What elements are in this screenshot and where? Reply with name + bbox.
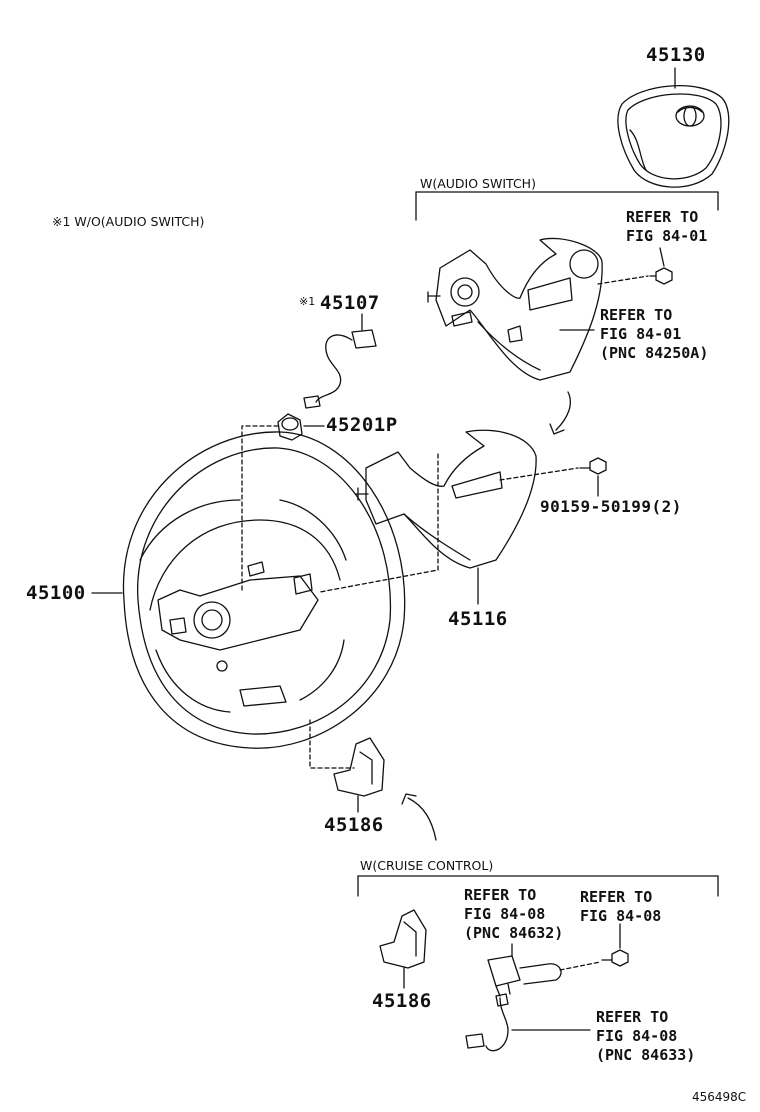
part-number-nut[interactable]: 45201P <box>326 414 398 436</box>
part-number-wire[interactable]: 45107 <box>320 292 380 314</box>
group-label-audio-switch: W(AUDIO SWITCH) <box>420 176 536 191</box>
cruise-switch-illustration <box>465 923 629 1052</box>
airbag-module-illustration <box>617 67 730 188</box>
part-number-spoke-cover-a[interactable]: 45186 <box>324 814 384 836</box>
part-number-spoke-cover-b[interactable]: 45186 <box>372 990 432 1012</box>
ref-line: FIG 84-01 <box>626 227 708 245</box>
assembly-arrow-lower <box>401 793 437 841</box>
ref-line: (PNC 84632) <box>464 924 564 942</box>
ref-cruise-wire[interactable]: REFER TO FIG 84-08 (PNC 84633) <box>596 1008 695 1065</box>
ref-line: FIG 84-08 <box>580 907 662 925</box>
ref-line: REFER TO <box>580 888 653 906</box>
nut-illustration <box>277 413 325 441</box>
ref-line: REFER TO <box>464 886 537 904</box>
part-number-lower-cover[interactable]: 45116 <box>448 608 508 630</box>
ref-line: REFER TO <box>600 306 673 324</box>
ref-cruise-screw[interactable]: REFER TO FIG 84-08 <box>580 888 661 926</box>
lower-steering-cover-illustration <box>355 429 607 605</box>
group-label-cruise-control: W(CRUISE CONTROL) <box>360 858 494 873</box>
ref-line: FIG 84-08 <box>596 1027 678 1045</box>
spoke-cover-illustration-b <box>379 909 427 989</box>
ref-line: (PNC 84633) <box>596 1046 696 1064</box>
ref-cruise-switch[interactable]: REFER TO FIG 84-08 (PNC 84632) <box>464 886 563 943</box>
cruise-control-bracket <box>357 875 719 897</box>
ref-audio-switch-screw[interactable]: REFER TO FIG 84-01 <box>626 208 707 246</box>
ref-line: REFER TO <box>626 208 699 226</box>
audio-switch-bracket <box>415 191 719 221</box>
ref-line: FIG 84-08 <box>464 905 546 923</box>
part-number-steering-wheel[interactable]: 45100 <box>26 582 86 604</box>
assembly-arrow-upper <box>549 391 571 435</box>
ref-line: (PNC 84250A) <box>600 344 709 362</box>
steering-wheel-illustration <box>91 425 439 769</box>
ref-audio-switch[interactable]: REFER TO FIG 84-01 (PNC 84250A) <box>600 306 708 363</box>
ref-line: FIG 84-01 <box>600 325 682 343</box>
note-without-audio-switch: ※1 W/O(AUDIO SWITCH) <box>52 214 205 229</box>
diagram-id: 456498C <box>692 1090 747 1104</box>
part-number-screw[interactable]: 90159-50199(2) <box>540 497 682 516</box>
upper-steering-cover-audio-illustration <box>427 237 673 381</box>
wire-harness-illustration <box>303 313 377 409</box>
part-number-airbag[interactable]: 45130 <box>646 44 706 66</box>
spoke-cover-illustration-a <box>333 737 385 813</box>
ref-line: REFER TO <box>596 1008 669 1026</box>
note-mark: ※1 <box>299 295 316 308</box>
